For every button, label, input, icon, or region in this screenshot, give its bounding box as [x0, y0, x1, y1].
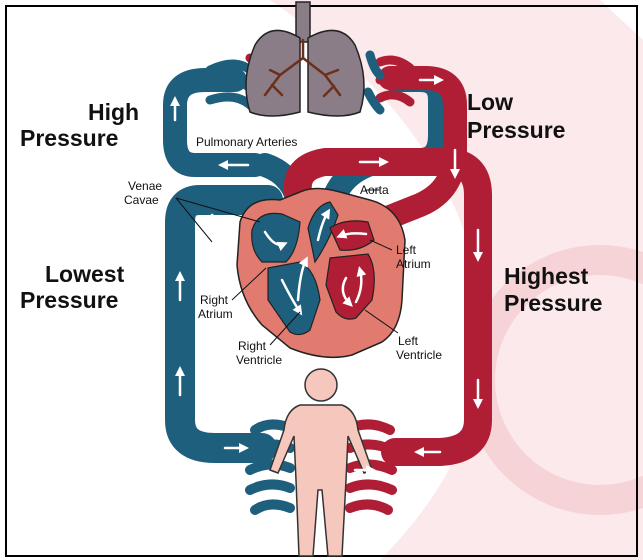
low-pressure-label-line1: Low: [467, 89, 513, 115]
pulmonary-arteries-label: Pulmonary Arteries: [196, 135, 297, 149]
left-atrium-label-line1: Left: [396, 243, 417, 257]
left-atrium-label-line2: Atrium: [396, 257, 431, 271]
lowest-pressure-label-line1: Lowest: [45, 261, 125, 287]
aorta-label: Aorta: [360, 183, 389, 197]
highest-pressure-label-line2: Pressure: [504, 290, 602, 316]
high-pressure-label-line1: High: [88, 99, 139, 125]
right-ventricle-label-line1: Right: [238, 339, 267, 353]
highest-pressure-label-line1: Highest: [504, 263, 589, 289]
left-ventricle-label-line2: Ventricle: [396, 348, 442, 362]
low-pressure-label-line2: Pressure: [467, 117, 565, 143]
left-ventricle-label-line1: Left: [398, 334, 419, 348]
lowest-pressure-label-line2: Pressure: [20, 287, 118, 313]
right-atrium-label-line1: Right: [200, 293, 229, 307]
right-ventricle-label-line2: Ventricle: [236, 353, 282, 367]
venae-cavae-label-line2: Cavae: [124, 193, 159, 207]
venae-cavae-label-line1: Venae: [128, 179, 162, 193]
high-pressure-label-line2: Pressure: [20, 125, 118, 151]
right-atrium-label-line2: Atrium: [198, 307, 233, 321]
